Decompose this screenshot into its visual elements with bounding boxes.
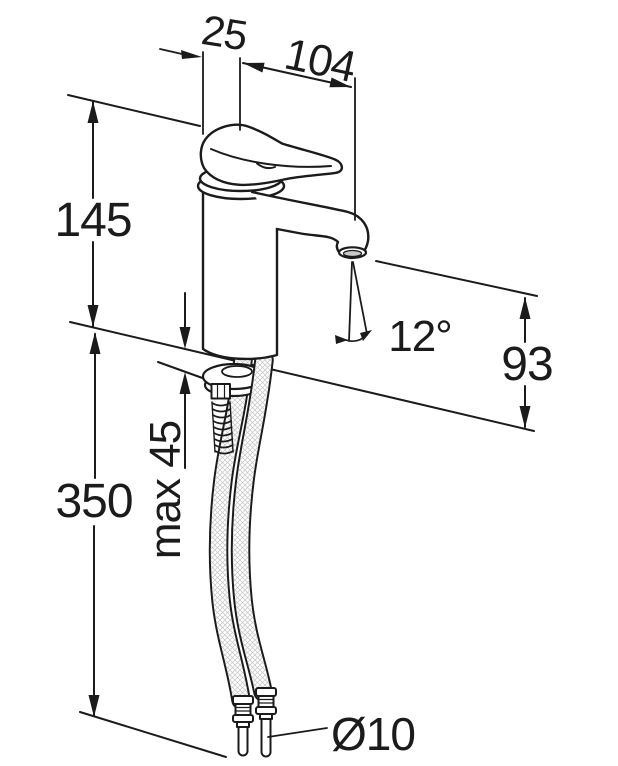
deck-surface-line	[69, 321, 535, 432]
faucet-handle	[199, 123, 344, 187]
outlet-reference-line	[375, 260, 538, 297]
copper-tail-right	[260, 718, 272, 758]
reference-lines	[67, 94, 538, 758]
top-reference-line	[67, 94, 201, 127]
temperature-indicator	[256, 162, 276, 170]
total-height-label: 145	[54, 194, 131, 247]
arrowheads	[87, 50, 531, 717]
bottom-reference-line	[79, 711, 227, 758]
angle-detail	[345, 261, 368, 342]
hose-length-label: 350	[55, 475, 132, 528]
angled-line	[352, 261, 368, 335]
deck-underside-line	[157, 361, 209, 381]
handle-offset-label: 25	[199, 6, 251, 59]
supply-hose-right	[230, 350, 274, 702]
hose-fitting-right	[255, 687, 277, 758]
spout-reach-label: 104	[280, 30, 360, 93]
faucet-body	[201, 186, 279, 361]
aerator-opening	[342, 249, 363, 258]
extension-lines	[159, 48, 356, 738]
spout-angle-label: 12°	[388, 312, 452, 361]
plumb-line	[348, 261, 353, 342]
hose-fitting-left	[232, 695, 254, 757]
max-mounting-thickness-label: max 45	[141, 421, 190, 559]
mounting-nut	[210, 383, 231, 400]
copper-tail-left	[237, 726, 249, 757]
drawing-root	[67, 48, 538, 758]
spout-height-label: 93	[501, 338, 552, 391]
supply-hose-left	[208, 350, 253, 710]
diameter-leader-line	[267, 727, 328, 738]
supply-pipe-diameter-label: Ø10	[331, 708, 415, 760]
threaded-stud	[211, 401, 235, 455]
dimension-labels: 25 104 145 12° 93 max 45 350 Ø10	[54, 6, 553, 760]
